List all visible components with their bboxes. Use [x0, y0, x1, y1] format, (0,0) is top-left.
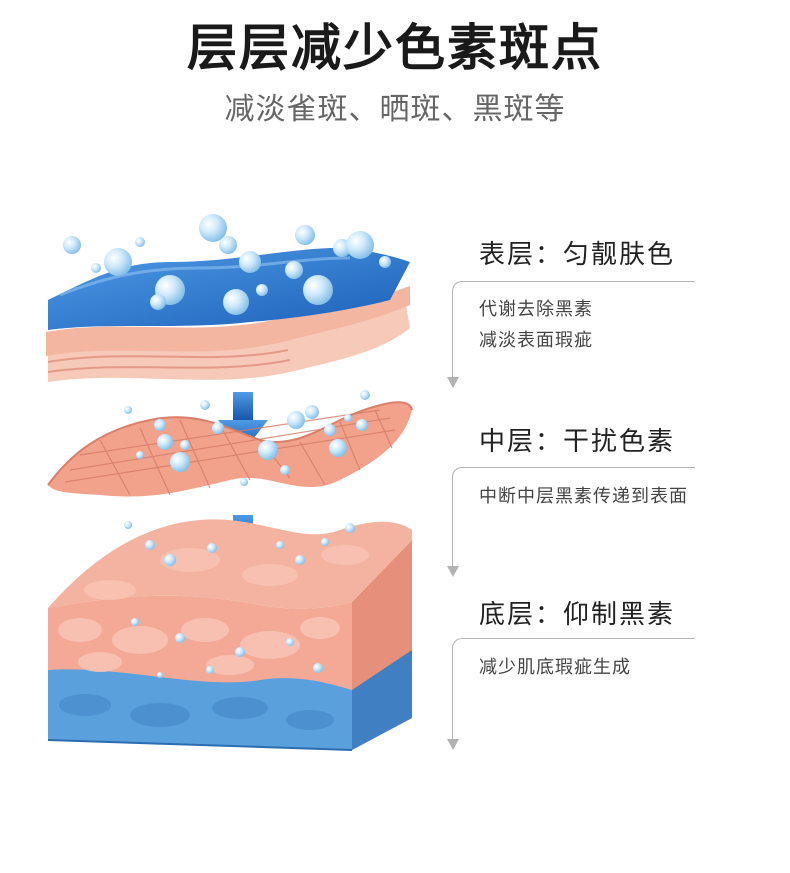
description-line: 减淡表面瑕疵: [479, 330, 593, 351]
annotation-bracket: [452, 638, 695, 740]
arrow-down-icon: [447, 566, 459, 577]
annotation-bracket: [452, 467, 695, 567]
water-bubbles-bottom: [124, 521, 355, 678]
water-bubbles-middle: [124, 390, 370, 486]
annotation-bracket: [452, 281, 695, 378]
page-subtitle: 减淡雀斑、晒斑、黑斑等: [224, 92, 566, 127]
description-line: 代谢去除黑素: [479, 299, 593, 320]
layer-heading-bottom: 底层：仰制黑素: [479, 600, 676, 630]
layer-description-surface: 代谢去除黑素 减淡表面瑕疵: [479, 294, 593, 356]
layer-description-bottom: 减少肌底瑕疵生成: [479, 652, 631, 683]
layer-heading-middle: 中层：干扰色素: [479, 427, 676, 457]
page-title: 层层减少色素斑点: [187, 19, 603, 77]
layer-description-middle: 中断中层黑素传递到表面: [479, 481, 688, 512]
bottom-layer: [47, 519, 412, 751]
water-bubbles-top: [63, 214, 391, 315]
description-line: 中断中层黑素传递到表面: [479, 486, 688, 507]
arrow-down-icon: [447, 739, 459, 750]
arrow-down-icon: [447, 377, 459, 388]
skin-layers-illustration: [46, 214, 413, 751]
layer-heading-surface: 表层：匀靓肤色: [479, 240, 676, 270]
description-line: 减少肌底瑕疵生成: [479, 657, 631, 678]
middle-layer: [47, 401, 413, 497]
surface-layer: [46, 248, 410, 382]
